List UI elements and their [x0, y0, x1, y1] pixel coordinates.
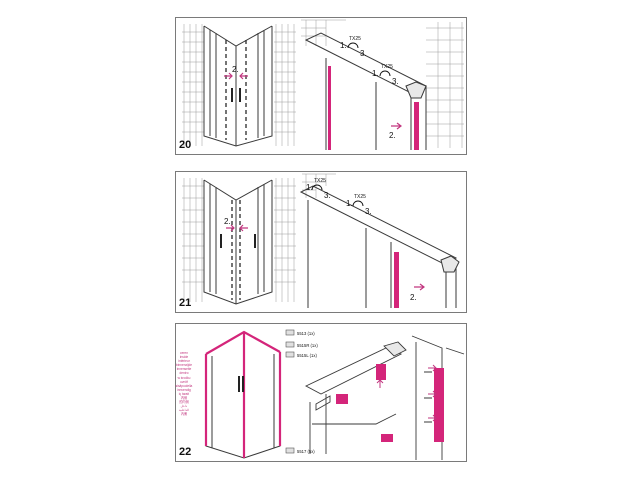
- right-handle-icon: [239, 88, 241, 102]
- action-label: 2.: [389, 131, 396, 140]
- rotate-screw-icon: [352, 200, 364, 207]
- inside-label-multilingual: ceren inside intérieur binnenzijde innen…: [169, 351, 199, 417]
- step-22-illustration: 5513 (1x) 5515R (1x) 5515L (1x) 5517 (5x…: [204, 329, 465, 460]
- sidebar-line: 内侧: [180, 396, 188, 401]
- arrow-icon: [414, 283, 425, 291]
- arrow-icon: [428, 364, 437, 372]
- sidebar-line: uvnitř: [180, 379, 188, 384]
- sidebar-line: 的内侧: [179, 400, 189, 405]
- sidebar-line: ceren: [180, 351, 188, 355]
- right-handle-icon: [242, 376, 244, 392]
- arrow-icon: [428, 390, 437, 398]
- step-number: 22: [179, 446, 192, 458]
- tool-label: TX25: [314, 178, 326, 184]
- sidebar-line: binnenzijde: [175, 363, 193, 368]
- arrow-left-icon: [224, 72, 233, 80]
- turn-label: 1.: [372, 69, 379, 78]
- step-20-illustration: 2. 1. 3. TX25 1. 3. TX25 2.: [182, 19, 464, 150]
- magenta-seal: [394, 252, 399, 308]
- part-icon: [285, 351, 295, 358]
- arrow-icon: [428, 414, 437, 422]
- magenta-seal-right: [414, 102, 419, 150]
- action-label: 2.: [224, 217, 231, 226]
- turn-label: 1.: [346, 199, 353, 208]
- action-label: 2.: [410, 293, 417, 302]
- arrow-right-icon: [239, 72, 248, 80]
- arrow-icon: [376, 379, 384, 388]
- part-label: 5515R (1x): [297, 343, 318, 348]
- sidebar-line: iç tarafı: [178, 391, 190, 396]
- sidebar-line: innvendig: [177, 387, 191, 392]
- arrow-right-icon: [239, 224, 248, 232]
- magenta-part: [381, 434, 393, 442]
- left-handle-icon: [220, 234, 222, 248]
- tool-label: TX25: [349, 36, 361, 42]
- arrow-left-icon: [226, 224, 235, 232]
- magenta-part: [336, 394, 348, 404]
- left-handle-icon: [231, 88, 233, 102]
- tool-label: TX25: [354, 194, 366, 200]
- part-icon: [285, 329, 295, 336]
- part-label: 5515L (1x): [297, 353, 317, 358]
- rotate-screw-icon: [311, 184, 323, 191]
- turn-label: 1.: [340, 41, 347, 50]
- left-handle-icon: [238, 376, 240, 392]
- rotate-screw-icon: [347, 42, 359, 49]
- sidebar-line: dentro: [179, 371, 189, 376]
- tool-label: TX25: [381, 64, 393, 70]
- arrow-icon: [391, 122, 402, 130]
- step-21-illustration: 2. 1. 3. TX25 1. 3. TX25 2.: [182, 173, 460, 308]
- part-icon: [285, 447, 295, 454]
- sidebar-line: داخل: [180, 404, 188, 409]
- sidebar-line: innenseite: [176, 367, 192, 372]
- magenta-part: [376, 364, 386, 380]
- right-handle-icon: [254, 234, 256, 248]
- part-icon: [285, 341, 295, 348]
- part-label: 5517 (5x): [297, 449, 315, 454]
- turn-label: 3.: [392, 77, 399, 86]
- sidebar-line: intérieur: [178, 359, 190, 364]
- step-20-panel: 2. 1. 3. TX25 1. 3. TX25 2. 20: [175, 17, 467, 155]
- sidebar-line: 內側: [180, 412, 188, 417]
- turn-label: 3.: [324, 191, 331, 200]
- action-label: 2.: [232, 65, 239, 74]
- magenta-seal-left: [328, 66, 331, 150]
- sidebar-line: sisäpuolella: [175, 383, 193, 388]
- magenta-seal-strip: [434, 368, 444, 442]
- sidebar-line: w środku: [177, 375, 191, 380]
- sidebar-line: inside: [179, 355, 189, 360]
- rotate-screw-icon: [379, 70, 391, 77]
- magenta-seal-outline: [204, 330, 282, 458]
- step-number: 21: [179, 297, 192, 309]
- turn-label: 3.: [365, 207, 372, 216]
- turn-label: 3.: [360, 49, 367, 58]
- sidebar-line: الداخلية: [178, 408, 190, 413]
- step-number: 20: [179, 139, 192, 151]
- step-22-panel: 5513 (1x) 5515R (1x) 5515L (1x) 5517 (5x…: [175, 323, 467, 462]
- turn-label: 1.: [306, 183, 313, 192]
- step-21-panel: 2. 1. 3. TX25 1. 3. TX25 2. 21: [175, 171, 467, 313]
- part-label: 5513 (1x): [297, 331, 315, 336]
